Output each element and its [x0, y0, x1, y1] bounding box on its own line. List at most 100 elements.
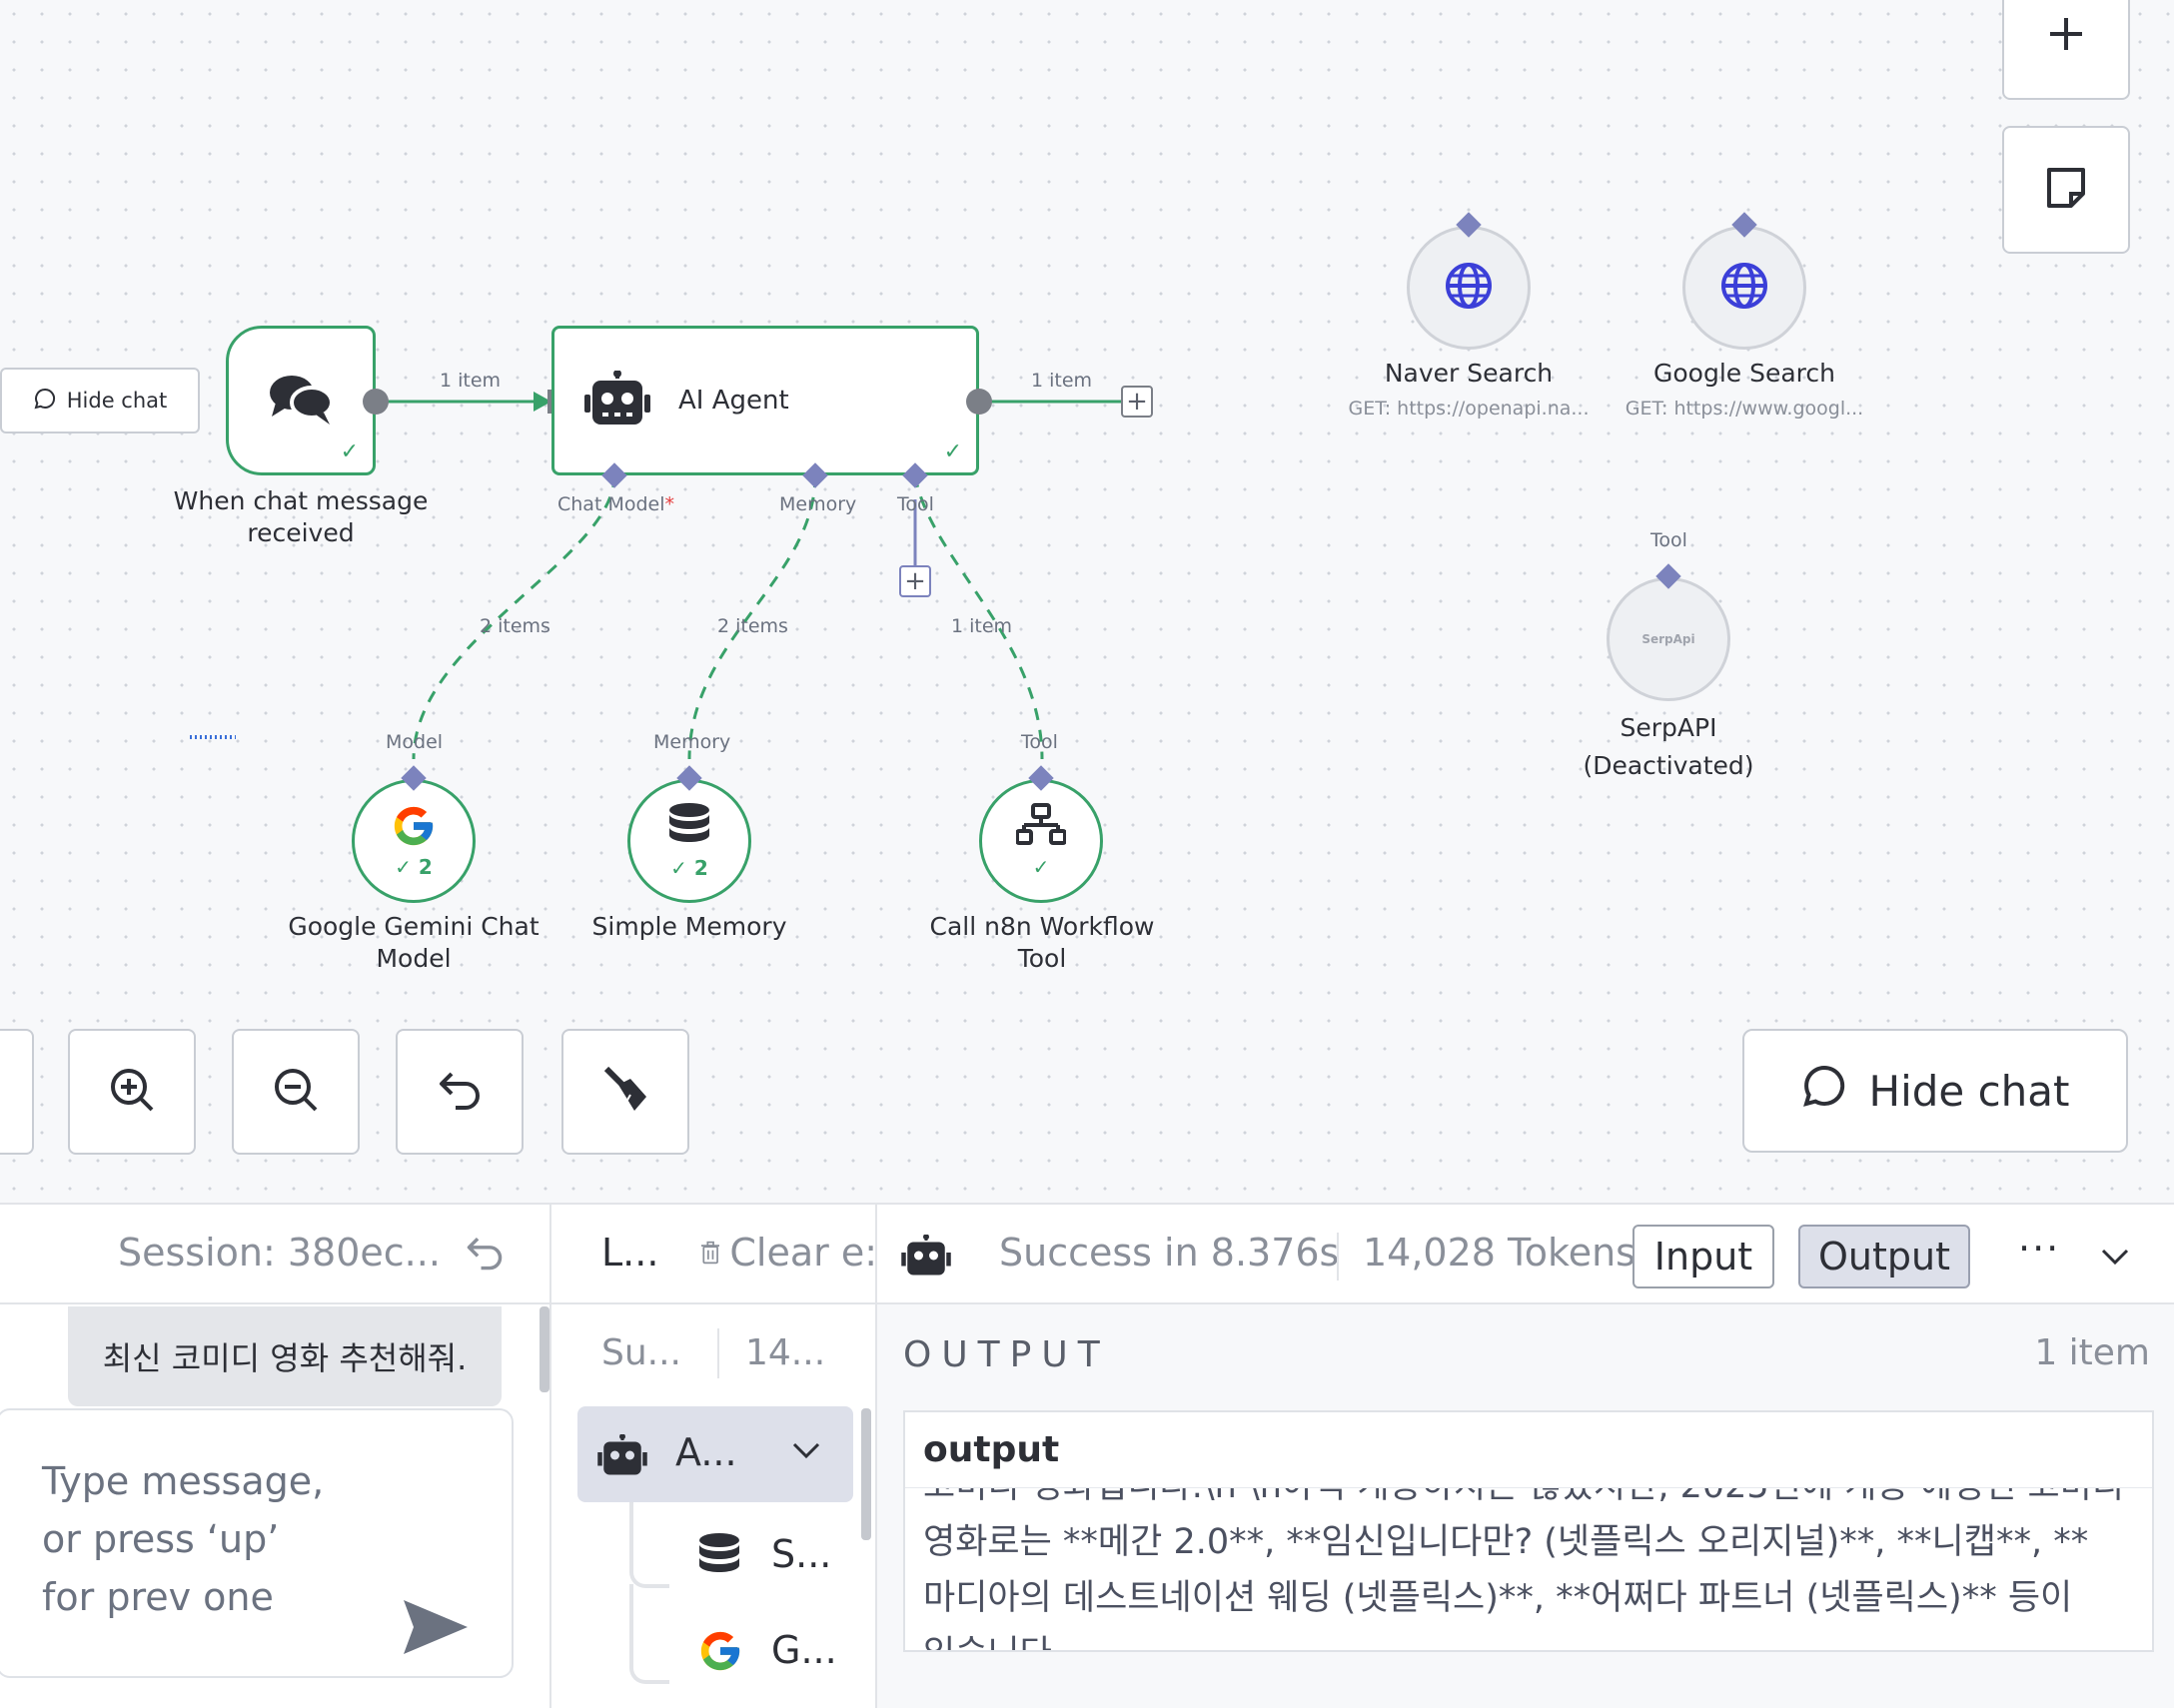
- zoom-in-icon: [109, 1067, 155, 1117]
- edge-label-trigger-agent: 1 item: [440, 370, 502, 392]
- naver-search-url: GET: https://openapi.na...: [1348, 398, 1590, 420]
- log-item-ai-agent[interactable]: A...: [577, 1406, 853, 1502]
- naver-search-label: Naver Search: [1384, 359, 1554, 388]
- workflow-tool-node-label: Call n8n Workflow Tool: [929, 912, 1155, 973]
- add-sticky-note-button[interactable]: [2002, 126, 2130, 254]
- call-workflow-tool-node[interactable]: ✓: [979, 779, 1103, 903]
- log-item-memory[interactable]: S...: [697, 1520, 857, 1590]
- add-node-plus-button[interactable]: +: [1121, 386, 1153, 418]
- chat-header: Session: 380ec...: [0, 1205, 549, 1304]
- chat-icon: [266, 369, 336, 432]
- robot-icon: [597, 1433, 647, 1480]
- logs-tree-column: L... Clear e: Su... 14... A... S...: [551, 1205, 877, 1708]
- trigger-node[interactable]: ✓: [226, 326, 376, 475]
- google-search-label: Google Search: [1653, 359, 1835, 388]
- edge-label-tool: 1 item: [951, 615, 1013, 637]
- output-header: Success in 8.376s 14,028 Tokens Input Ou…: [877, 1205, 2174, 1304]
- tidy-up-button[interactable]: [561, 1029, 689, 1155]
- token-count: 14,028 Tokens: [1363, 1231, 1635, 1275]
- undo-icon: [438, 1070, 482, 1114]
- database-icon: [667, 802, 711, 854]
- chat-bubble-icon: [1800, 1062, 1848, 1120]
- simple-memory-node[interactable]: ✓ 2: [627, 779, 751, 903]
- success-check-icon: ✓: [943, 439, 962, 464]
- workflow-tool-port-label: Tool: [1021, 731, 1058, 753]
- google-icon: [697, 1628, 743, 1678]
- output-value: 영화로는 **메간 2.0**, **임신입니다만? (넷플릭스 오리지널)**…: [923, 1522, 2089, 1650]
- reset-session-button[interactable]: [466, 1235, 504, 1275]
- globe-icon: [1719, 261, 1769, 315]
- run-count: ✓ 2: [395, 855, 433, 879]
- undo-icon: [467, 1237, 503, 1271]
- gemini-node-label: Google Gemini Chat Model: [288, 912, 540, 973]
- session-id: Session: 380ec...: [118, 1231, 441, 1275]
- run-status: Success in 8.376s: [999, 1231, 1340, 1275]
- robot-icon: [901, 1234, 951, 1281]
- edge-label-memory: 2 items: [717, 615, 788, 637]
- input-tab-button[interactable]: Input: [1632, 1225, 1774, 1288]
- memory-node-label: Simple Memory: [591, 912, 787, 941]
- tree-connector: [629, 1502, 669, 1588]
- chevron-down-icon[interactable]: [2100, 1247, 2130, 1271]
- trash-icon: [701, 1241, 720, 1265]
- tree-scrollbar[interactable]: [861, 1408, 871, 1540]
- port-label-tool: Tool: [897, 493, 934, 515]
- agent-output-port[interactable]: [966, 389, 992, 415]
- output-section-title: OUTPUT: [903, 1334, 1110, 1375]
- zoom-in-button[interactable]: [68, 1029, 196, 1155]
- serpapi-node[interactable]: SerpApi: [1607, 577, 1730, 701]
- summary-divider: [717, 1328, 719, 1378]
- add-node-button[interactable]: [2002, 0, 2130, 100]
- clear-execution-button[interactable]: Clear e:: [701, 1231, 877, 1275]
- port-label-memory: Memory: [779, 493, 857, 515]
- hide-chat-label: Hide chat: [66, 389, 168, 413]
- gemini-port-label: Model: [386, 731, 444, 753]
- log-item-gemini[interactable]: G...: [697, 1616, 857, 1686]
- success-check-icon: ✓: [340, 439, 359, 464]
- naver-search-node[interactable]: [1407, 226, 1531, 350]
- more-options-icon[interactable]: ···: [2018, 1227, 2061, 1271]
- output-item-count: 1 item: [2034, 1332, 2150, 1373]
- chat-input[interactable]: Type message, or press ‘up’ for prev one: [0, 1408, 514, 1678]
- google-icon: [391, 803, 437, 853]
- trigger-output-port[interactable]: [363, 389, 389, 415]
- zoom-out-button[interactable]: [232, 1029, 360, 1155]
- google-search-url: GET: https://www.googl...: [1625, 398, 1864, 420]
- sticky-note-icon: [2045, 166, 2087, 214]
- zoom-out-icon: [273, 1067, 319, 1117]
- chat-scrollbar[interactable]: [540, 1306, 549, 1392]
- ai-agent-label: AI Agent: [678, 386, 789, 416]
- ai-agent-node[interactable]: AI Agent ✓: [551, 326, 979, 475]
- serpapi-port-label: Tool: [1650, 529, 1687, 551]
- gemini-chat-model-node[interactable]: ✓ 2: [352, 779, 476, 903]
- add-tool-plus-button[interactable]: +: [899, 565, 931, 597]
- header-divider: [1337, 1233, 1339, 1281]
- chat-message-user: 최신 코미디 영화 추천해줘.: [68, 1306, 502, 1406]
- summary-tokens: 14...: [745, 1332, 826, 1373]
- fit-view-button[interactable]: [0, 1029, 34, 1155]
- log-item-label: S...: [771, 1532, 832, 1576]
- undo-button[interactable]: [396, 1029, 524, 1155]
- chat-column: Session: 380ec... 최신 코미디 영화 추천해줘. Type m…: [0, 1205, 551, 1708]
- output-tab-button[interactable]: Output: [1798, 1225, 1970, 1288]
- hide-chat-button-small[interactable]: Hide chat: [0, 368, 200, 433]
- hide-chat-label: Hide chat: [1868, 1066, 2070, 1116]
- globe-icon: [1444, 261, 1494, 315]
- chat-input-placeholder: Type message, or press ‘up’ for prev one: [42, 1459, 325, 1619]
- edge-label-agent-out: 1 item: [1031, 370, 1093, 392]
- output-column: Success in 8.376s 14,028 Tokens Input Ou…: [877, 1205, 2174, 1708]
- hide-chat-button[interactable]: Hide chat: [1742, 1029, 2128, 1153]
- summary-status: Su...: [601, 1332, 681, 1373]
- google-search-node[interactable]: [1682, 226, 1806, 350]
- chevron-down-icon[interactable]: [791, 1440, 821, 1464]
- success-check-icon: ✓: [1032, 855, 1050, 879]
- serpapi-logo: SerpApi: [1641, 632, 1695, 646]
- logs-header: L... Clear e:: [551, 1205, 877, 1304]
- sitemap-icon: [1015, 803, 1067, 851]
- trigger-node-label: When chat message received: [173, 486, 429, 547]
- output-table: output 코미디 영화입니다.\n \n아직 개봉하지는 않았지만, 202…: [903, 1410, 2154, 1652]
- plus-icon: [2047, 15, 2085, 57]
- send-icon[interactable]: [402, 1598, 470, 1660]
- output-field-header: output: [905, 1412, 2152, 1488]
- memory-node-port-label: Memory: [653, 731, 731, 753]
